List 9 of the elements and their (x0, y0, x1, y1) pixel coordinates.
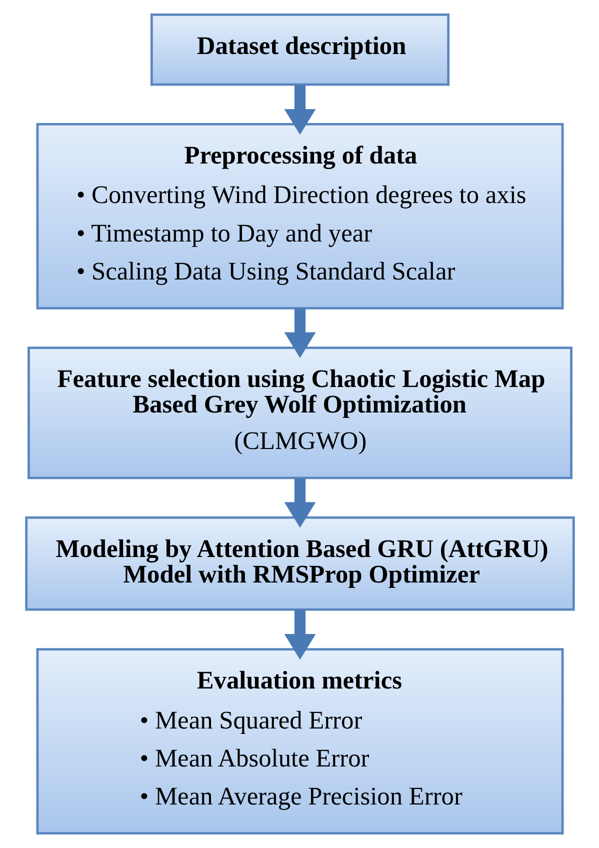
arrow (284, 308, 316, 358)
node-box: Dataset description (150, 14, 450, 86)
node-box: Evaluation metrics • Mean Squared Error • Mean Absolute Error • Mean Average Precision Error (36, 648, 564, 834)
arrow (284, 85, 316, 135)
node-box: Modeling by Attention Based GRU (AttGRU) Model with RMSProp Optimizer (24, 516, 574, 611)
arrow (284, 610, 316, 660)
arrow (284, 478, 316, 528)
node-box: Preprocessing of data • Converting Wind Direction degrees to axis • Timestamp to Day and year • Scaling Data Using Standard Scalar (36, 122, 564, 310)
node-box: Feature selection using Chaotic Logistic Map Based Grey Wolf Optimization (CLMGWO) (27, 346, 572, 480)
